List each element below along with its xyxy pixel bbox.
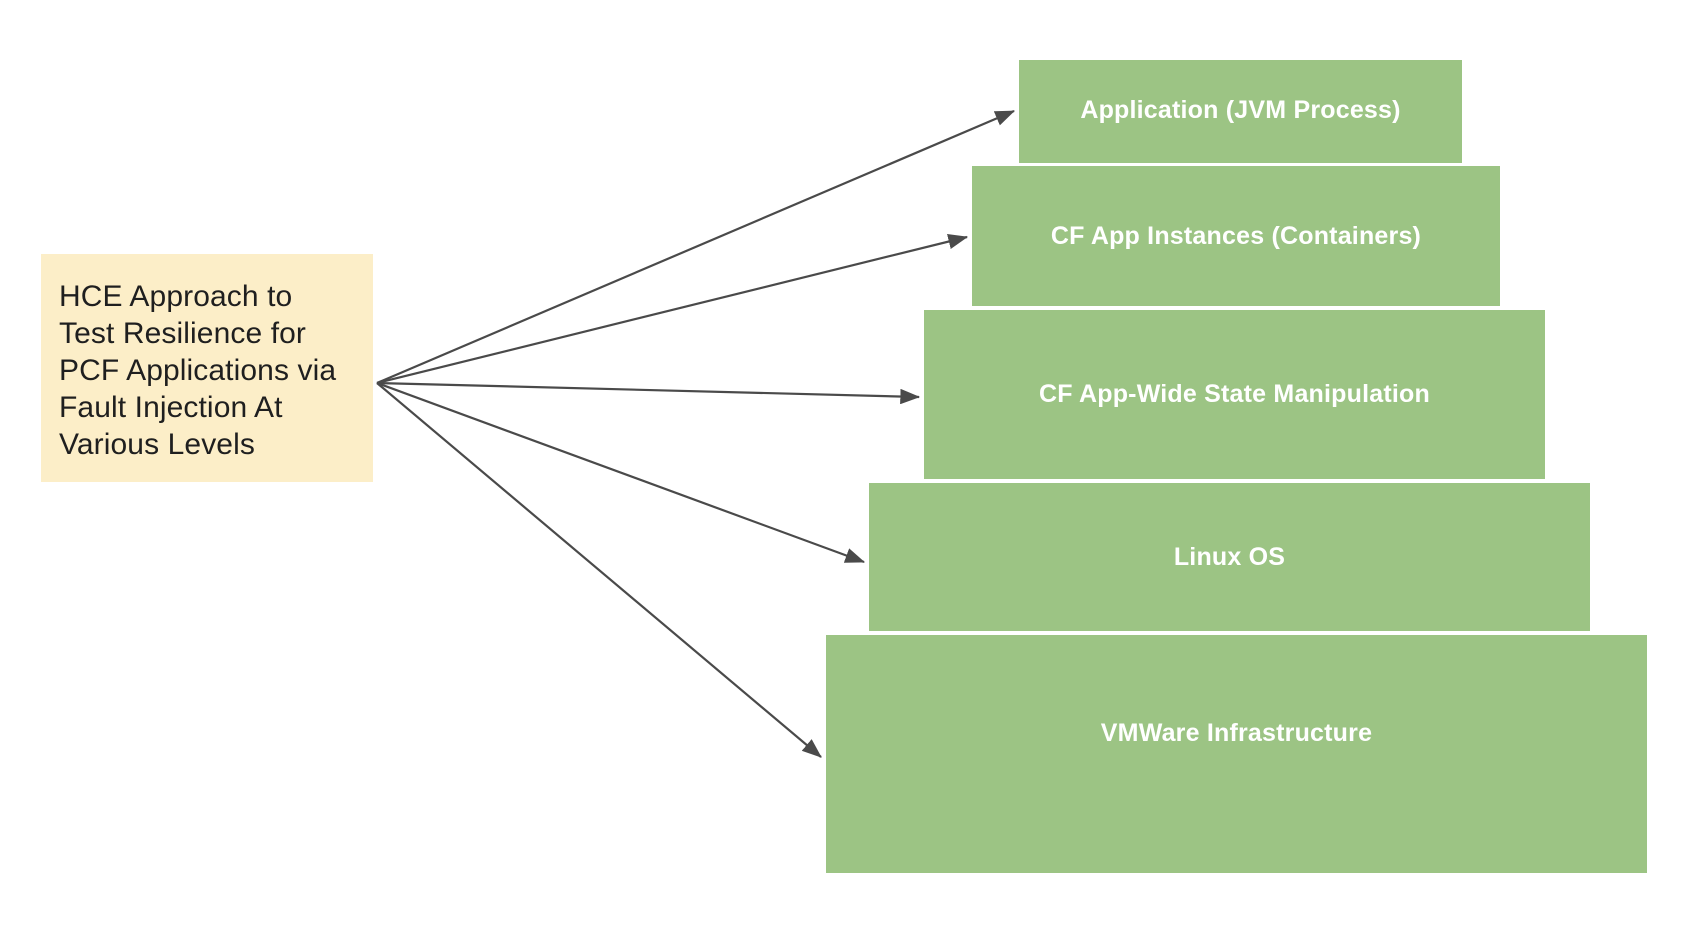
layer-box-label: Linux OS (1173, 542, 1286, 571)
connector-arrow (376, 109, 1016, 385)
layer-box-label: CF App-Wide State Manipulation (1039, 380, 1430, 408)
layer-box-label: VMWare Infrastructure (1100, 718, 1373, 747)
note-box-hce-approach[interactable]: HCE Approach to Test Resilience for PCF … (41, 254, 373, 482)
layer-box-label: CF App Instances (Containers) (1050, 221, 1422, 250)
connector-arrow (376, 381, 921, 405)
layer-box-application-jvm-process[interactable]: Application (JVM Process) (1019, 60, 1462, 163)
layer-box-cf-app-instances[interactable]: CF App Instances (Containers) (972, 166, 1500, 306)
layer-box-linux-os[interactable]: Linux OS (869, 483, 1590, 631)
layer-box-cf-app-wide-state-manipulation[interactable]: CF App-Wide State Manipulation (924, 310, 1545, 479)
connector-arrow (376, 381, 866, 564)
connector-arrow (376, 382, 822, 758)
connector-arrow (376, 234, 969, 385)
layer-box-vmware-infrastructure[interactable]: VMWare Infrastructure (826, 635, 1647, 873)
layer-box-label: Application (JVM Process) (1080, 96, 1401, 124)
